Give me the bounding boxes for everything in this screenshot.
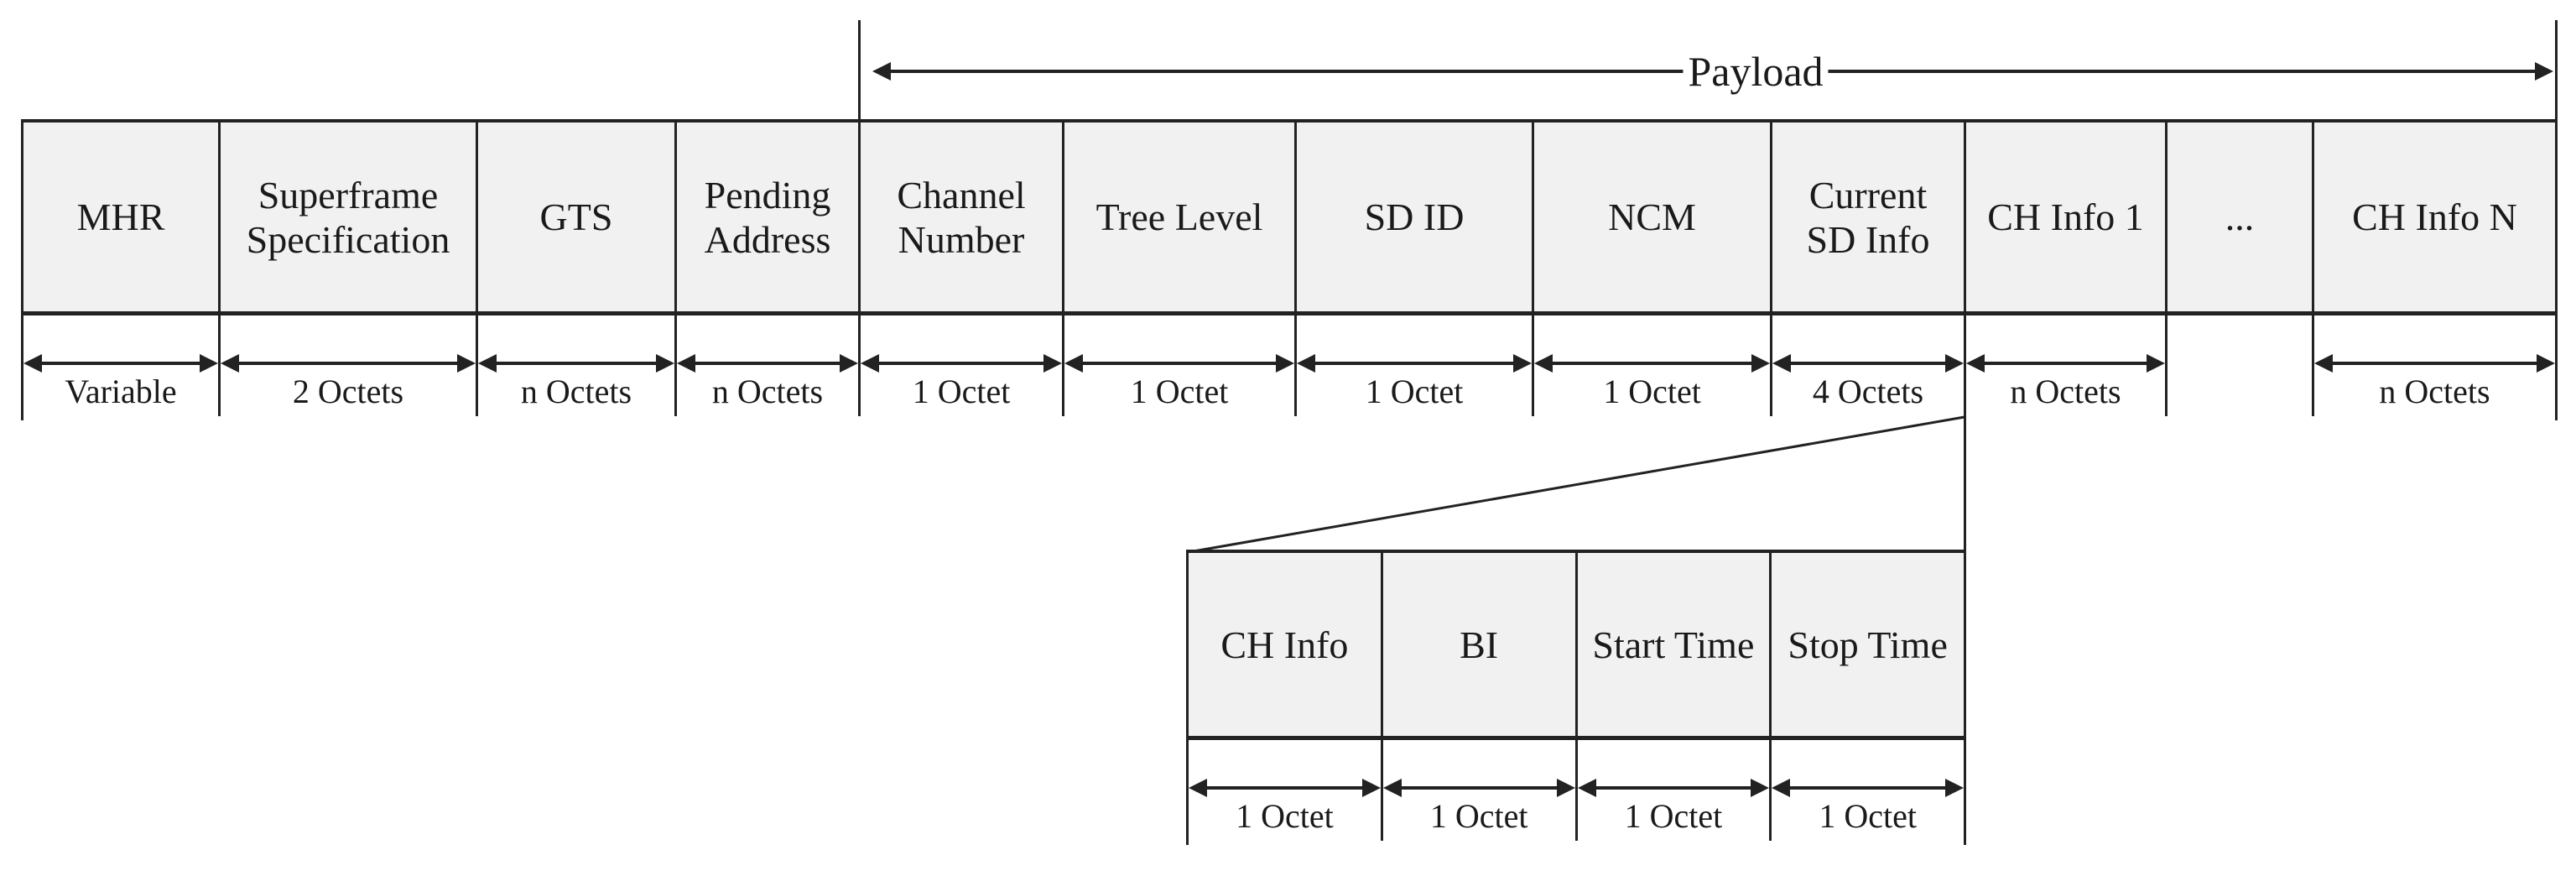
size-current-sd-info: 4 Octets [1772,315,1966,416]
size-ch-info-n: n Octets [2314,315,2555,416]
size-double-arrow-icon [23,354,218,373]
field-label: SD ID [1364,196,1465,238]
field-label: MHR [76,196,165,238]
size-double-arrow-icon [1966,354,2165,373]
field-bi: BI [1382,553,1578,736]
payload-left-boundary-line [858,20,861,119]
main-size-row: Variable 2 Octets n Octets n Octets 1 Oc… [23,315,2555,416]
field-ellipsis: ... [2167,123,2314,311]
current-sd-info-detail-table: CH Info BI Start Time Stop Time 1 Octet … [1186,550,1966,845]
size-double-arrow-icon [478,354,674,373]
field-label: Start Time [1592,623,1755,666]
size-ncm: 1 Octet [1534,315,1772,416]
field-label: Channel Number [897,173,1026,261]
size-start-time: 1 Octet [1577,740,1772,841]
main-field-row: MHR Superframe Specification GTS Pending… [23,123,2555,315]
size-label: 1 Octet [1130,373,1229,410]
size-label: 2 Octets [292,373,404,410]
detail-size-row: 1 Octet 1 Octet 1 Octet 1 Octet [1189,740,1964,841]
field-label: Pending Address [704,173,831,261]
size-sd-id: 1 Octet [1297,315,1534,416]
field-ch-info-1: CH Info 1 [1966,123,2167,311]
size-ch-info: 1 Octet [1189,740,1383,841]
field-start-time: Start Time [1577,553,1772,736]
field-superframe-specification: Superframe Specification [221,123,478,311]
detail-field-row: CH Info BI Start Time Stop Time [1189,553,1964,740]
size-ch-info-1: n Octets [1966,315,2167,416]
size-double-arrow-icon [861,354,1062,373]
size-double-arrow-icon [221,354,476,373]
size-double-arrow-icon [1189,779,1381,797]
size-label: n Octets [520,373,632,410]
field-mhr: MHR [23,123,221,311]
size-double-arrow-icon [1772,779,1964,797]
size-label: Variable [65,373,177,410]
size-channel-number: 1 Octet [861,315,1064,416]
size-superframe-specification: 2 Octets [221,315,478,416]
size-gts: n Octets [478,315,677,416]
payload-right-boundary-line [2555,20,2558,119]
size-label: n Octets [2379,373,2490,410]
size-bi: 1 Octet [1382,740,1578,841]
field-ch-info-n: CH Info N [2314,123,2555,311]
field-label: GTS [539,196,613,238]
field-tree-level: Tree Level [1064,123,1297,311]
arrowhead-left-icon [872,62,891,81]
arrowhead-right-icon [2535,62,2553,81]
field-label: NCM [1608,196,1696,238]
size-double-arrow-icon [677,354,858,373]
field-label: Superframe Specification [246,173,450,261]
size-label: 1 Octet [1429,797,1528,835]
field-channel-number: Channel Number [861,123,1064,311]
size-tree-level: 1 Octet [1064,315,1297,416]
size-label: 1 Octet [1236,797,1334,835]
size-double-arrow-icon [1297,354,1532,373]
field-label: ... [2225,196,2255,238]
size-label: 1 Octet [912,373,1011,410]
field-label: CH Info [1220,623,1349,666]
size-pending-address: n Octets [677,315,861,416]
size-label: 1 Octet [1624,797,1723,835]
field-label: BI [1460,623,1499,666]
field-gts: GTS [478,123,677,311]
field-sd-id: SD ID [1297,123,1534,311]
size-label: 1 Octet [1603,373,1701,410]
size-label: 1 Octet [1819,797,1917,835]
field-label: Tree Level [1095,196,1263,238]
size-stop-time: 1 Octet [1772,740,1964,841]
payload-label: Payload [1683,48,1829,95]
size-ellipsis-empty [2167,315,2314,416]
field-stop-time: Stop Time [1772,553,1964,736]
field-label: CH Info 1 [1987,196,2144,238]
size-label: n Octets [2010,373,2121,410]
size-double-arrow-icon [2314,354,2555,373]
size-label: 4 Octets [1812,373,1924,410]
field-ncm: NCM [1534,123,1772,311]
field-current-sd-info: Current SD Info [1772,123,1966,311]
size-double-arrow-icon [1534,354,1770,373]
size-double-arrow-icon [1382,779,1575,797]
size-label: n Octets [711,373,824,410]
field-label: Current SD Info [1806,173,1930,261]
size-double-arrow-icon [1577,779,1770,797]
size-double-arrow-icon [1064,354,1294,373]
size-mhr: Variable [23,315,221,416]
payload-span-double-arrow-icon: Payload [872,48,2553,95]
field-label: CH Info N [2352,196,2517,238]
field-ch-info: CH Info [1189,553,1383,736]
field-pending-address: Pending Address [677,123,861,311]
field-label: Stop Time [1788,623,1948,666]
size-double-arrow-icon [1772,354,1964,373]
main-frame-table: MHR Superframe Specification GTS Pending… [21,119,2558,420]
size-label: 1 Octet [1365,373,1464,410]
